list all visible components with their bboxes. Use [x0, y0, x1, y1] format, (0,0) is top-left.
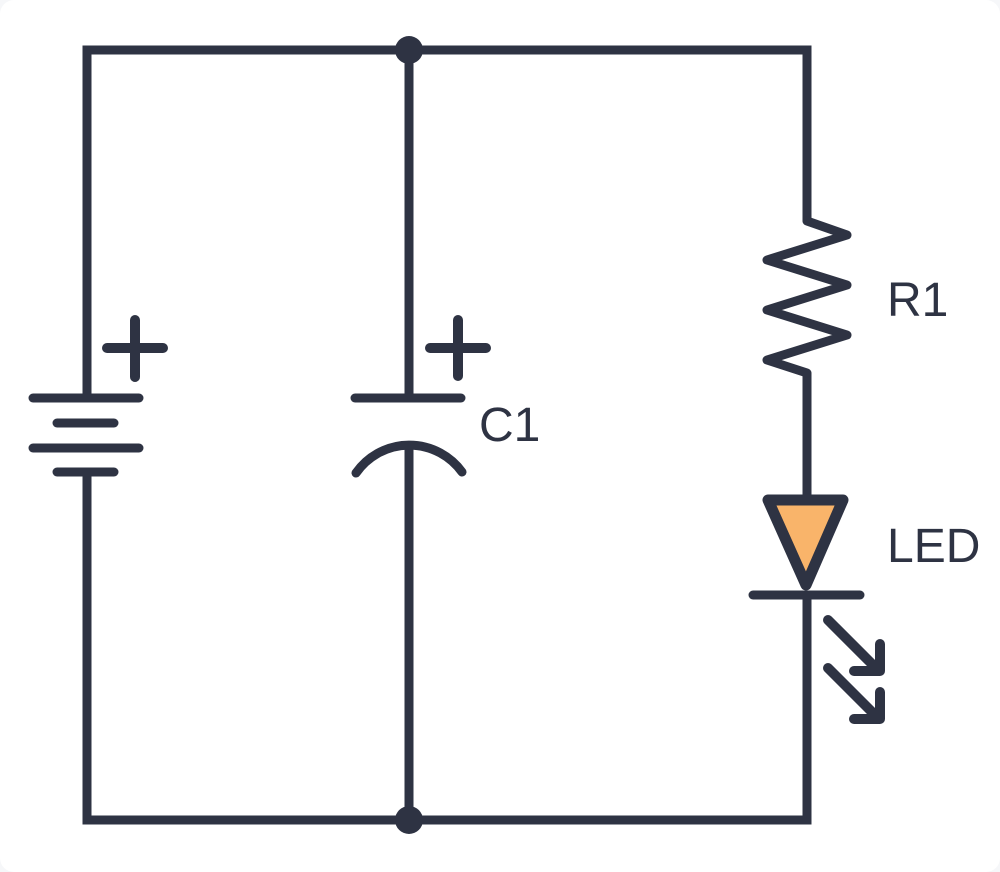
led-triangle — [762, 494, 849, 591]
led-arrow-2-shaft — [823, 663, 880, 720]
resistor-symbol — [762, 216, 852, 378]
component-labels: C1 R1 LED — [479, 274, 980, 573]
wires — [82, 45, 812, 825]
led-arrow-2-head — [849, 687, 885, 724]
led-arrow-1-shaft — [823, 615, 880, 672]
battery-plus-icon — [102, 315, 168, 382]
capacitor-plus-icon — [425, 315, 491, 381]
led-light-arrows-icon — [823, 615, 885, 724]
resistor-label: R1 — [887, 274, 948, 327]
resistor-zigzag — [762, 216, 852, 378]
capacitor-plate-curved — [351, 440, 467, 478]
wire-bottom-loop — [82, 473, 812, 825]
capacitor-symbol — [350, 315, 491, 478]
led-label: LED — [887, 520, 980, 573]
led-symbol — [748, 494, 885, 724]
capacitor-label: C1 — [479, 399, 540, 452]
junction-dot-top — [395, 36, 423, 64]
led-arrow-1-head — [849, 639, 885, 676]
junction-dot-bottom — [395, 806, 423, 834]
wire-left-top-right-loop — [82, 45, 812, 398]
junction-dots — [395, 36, 423, 834]
battery-symbol — [28, 315, 168, 477]
